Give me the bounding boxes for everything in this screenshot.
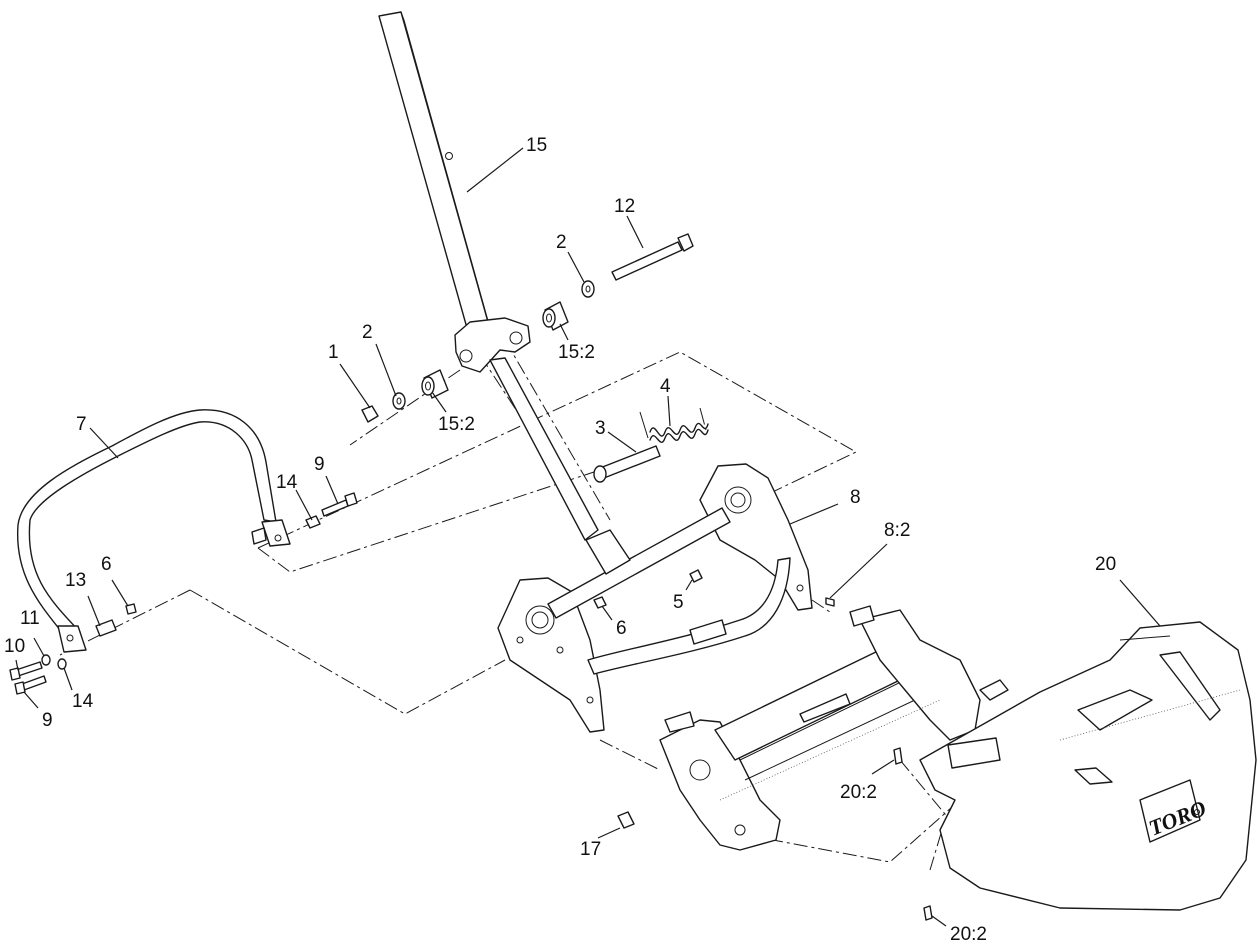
- callout-11: 11: [20, 608, 40, 629]
- part-20-counterweight: TORO: [919, 621, 1257, 911]
- callout-3: 3: [595, 418, 606, 439]
- callout-leaders: [15, 147, 1161, 927]
- callout-17: 17: [580, 839, 601, 860]
- callout-6-center: 6: [616, 618, 627, 639]
- part-10-bolt: [9, 661, 43, 681]
- callout-20-2-lower: 20:2: [950, 924, 987, 945]
- part-12-bolt: [611, 233, 694, 281]
- callout-8: 8: [850, 487, 861, 508]
- part-14-spacer-lower: [57, 658, 67, 670]
- part-11-washer: [41, 654, 51, 666]
- callout-15-2-lower: 15:2: [438, 414, 475, 435]
- callout-13: 13: [65, 570, 86, 591]
- part-3-pivot-pin: [593, 445, 661, 483]
- cutting-unit-assembly: [659, 605, 1009, 851]
- callout-15-2-upper: 15:2: [558, 342, 595, 363]
- callout-9-upper: 9: [314, 454, 325, 475]
- part-6-nut-left: [125, 603, 137, 615]
- callout-2-upper: 2: [556, 232, 567, 253]
- part-14-spacer-upper: [305, 515, 321, 529]
- callout-4: 4: [660, 376, 671, 397]
- part-20-2-screw-lower: [923, 905, 933, 921]
- part-7-hoop-bar: [17, 409, 291, 653]
- callout-15: 15: [526, 135, 547, 156]
- part-17-bolt: [617, 811, 635, 829]
- part-15-2-bushing-upper: [542, 301, 569, 331]
- part-8-carrier-frame: [497, 463, 813, 733]
- part-2-washer-lower: [392, 392, 406, 410]
- callout-14-lower: 14: [72, 691, 94, 712]
- callout-5: 5: [673, 592, 684, 613]
- part-4-spring: [639, 407, 709, 443]
- part-9-bolt-lower: [14, 675, 47, 695]
- part-1-nut: [361, 405, 379, 423]
- part-13-spacer: [95, 619, 117, 637]
- part-2-washer-upper: [581, 280, 595, 298]
- callout-10: 10: [4, 636, 25, 657]
- callout-labels: 15 12 2 15:2 1 2 15:2 4 3 7 9 14 8 8:2 2…: [4, 135, 1116, 945]
- callout-1: 1: [328, 342, 339, 363]
- callout-8-2: 8:2: [884, 520, 910, 541]
- callout-7: 7: [76, 414, 87, 435]
- part-8-2-pin: [825, 597, 835, 607]
- part-15-lift-arm: [378, 11, 599, 541]
- part-9-bolt-upper: [321, 492, 358, 517]
- callout-6-left: 6: [101, 554, 112, 575]
- callout-9-lower: 9: [42, 710, 53, 731]
- callout-20-2-upper: 20:2: [840, 782, 877, 803]
- callout-14-upper: 14: [276, 472, 298, 493]
- callout-20: 20: [1095, 554, 1116, 575]
- part-20-2-screw-upper: [893, 747, 903, 765]
- callout-2-lower: 2: [362, 322, 373, 343]
- part-15-2-bushing-lower: [421, 369, 449, 399]
- callout-12: 12: [614, 196, 635, 217]
